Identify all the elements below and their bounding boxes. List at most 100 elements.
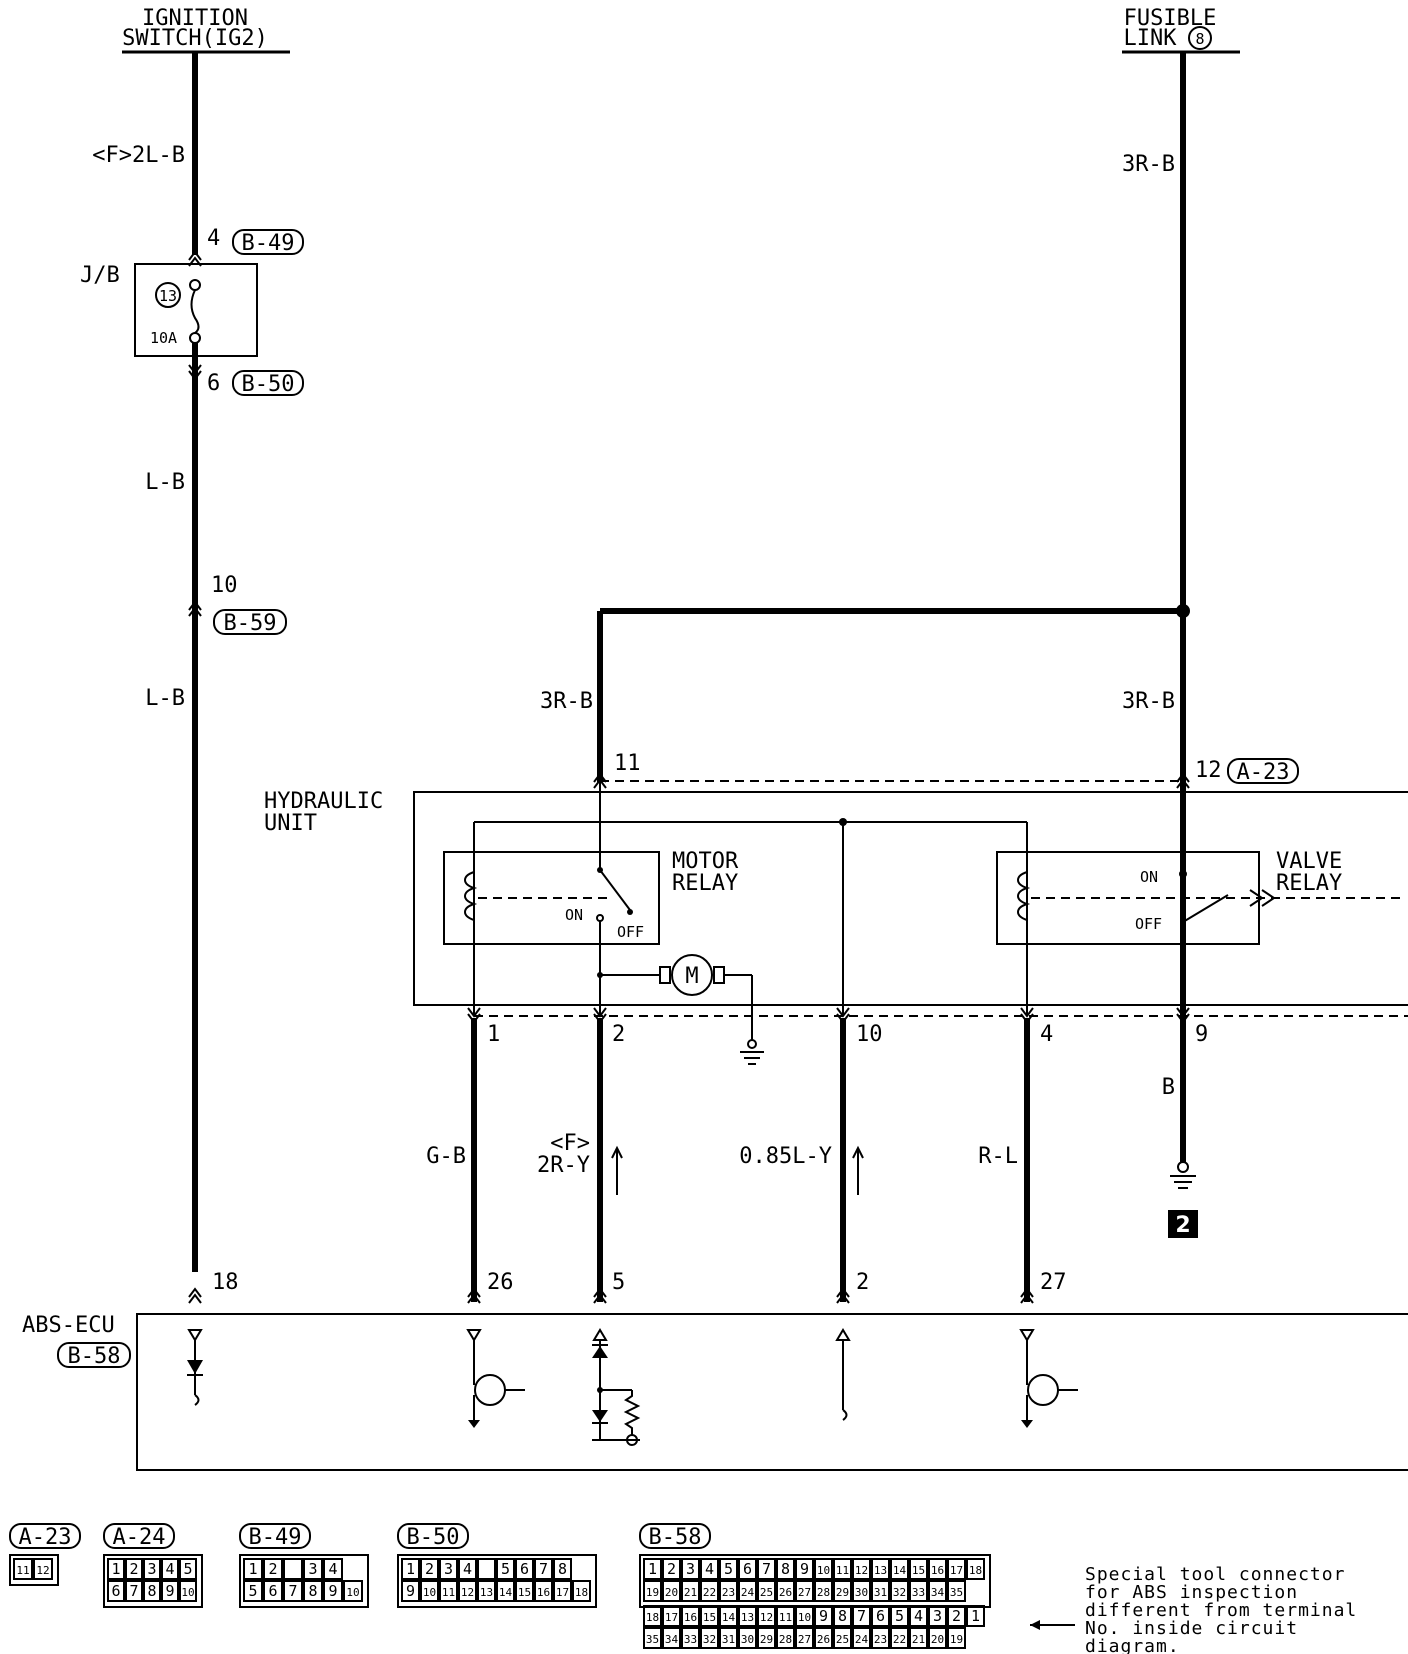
connector-cavity	[738, 1580, 757, 1602]
special-tool-pin-number: 32	[703, 1633, 716, 1646]
valve-relay-on-contact	[1179, 870, 1187, 878]
connector-pin-number: 5	[724, 1560, 733, 1578]
ecu-2-end	[842, 1409, 848, 1421]
hydraulic-unit-label-1: HYDRAULIC	[264, 789, 383, 814]
connector-cavity	[852, 1580, 871, 1602]
pump-motor-ground-terminal	[747, 1039, 757, 1049]
connector-cavity	[928, 1558, 947, 1580]
connector-cavity	[420, 1558, 439, 1580]
connector-cavity	[107, 1558, 125, 1580]
connector-cavity	[125, 1558, 143, 1580]
connector-pin-number: 29	[836, 1586, 849, 1599]
connector-pin-number: 16	[537, 1586, 550, 1599]
motor-relay-box	[443, 851, 660, 945]
connector-view-label: B-58	[649, 1525, 702, 1550]
wire-label-pin2-1: <F>	[550, 1131, 590, 1156]
pin-ecu-5: 5	[612, 1270, 625, 1295]
connector-pin-number: 1	[111, 1560, 120, 1578]
ecu-input-18-icon	[187, 1329, 203, 1342]
special-tool-pin-number: 16	[684, 1611, 697, 1624]
special-tool-cavity	[814, 1605, 833, 1627]
pin-hu-out-1: 1	[487, 1022, 500, 1047]
connector-pin-number: 5	[248, 1582, 257, 1600]
valve-relay-label-2: RELAY	[1276, 871, 1342, 896]
connector-cavity	[795, 1580, 814, 1602]
connector-cavity	[496, 1580, 515, 1602]
fuse-icon	[190, 289, 200, 334]
special-tool-cavity	[700, 1627, 719, 1649]
special-tool-cavity	[681, 1605, 700, 1627]
special-tool-cavity	[833, 1605, 852, 1627]
connector-cavity	[477, 1580, 496, 1602]
connector-pin-number: 8	[147, 1582, 156, 1600]
connector-pin-number: 8	[308, 1582, 317, 1600]
special-tool-cavity	[814, 1627, 833, 1649]
connector-pin-number: 5	[501, 1560, 510, 1578]
wire-label-lb-1: L-B	[145, 470, 185, 495]
connector-pin-number: 12	[855, 1564, 868, 1577]
connector-cavity	[283, 1580, 303, 1602]
connector-cavity	[515, 1558, 534, 1580]
motor-relay-label-1: MOTOR	[672, 849, 739, 874]
connector-cavity	[662, 1580, 681, 1602]
ecu-input-27-icon	[1019, 1329, 1035, 1342]
connector-cavity	[13, 1558, 33, 1580]
connector-cavity	[420, 1580, 439, 1602]
special-tool-pin-number: 22	[893, 1633, 906, 1646]
connector-pin-number: 4	[165, 1560, 174, 1578]
connector-pin-number: 27	[798, 1586, 811, 1599]
connector-cavity	[458, 1580, 477, 1602]
hydraulic-unit-label-2: UNIT	[264, 811, 317, 836]
connector-chevron-ecu-26	[467, 1287, 481, 1304]
motor-relay-off-label: OFF	[617, 923, 644, 941]
special-tool-pin-number: 1	[971, 1607, 980, 1625]
ecu-input-5-icon	[592, 1328, 608, 1341]
ground-icon-motor	[740, 1051, 764, 1065]
connector-pin-number: 6	[520, 1560, 529, 1578]
pump-motor-icon	[671, 954, 713, 996]
special-tool-pin-number: 25	[836, 1633, 849, 1646]
connector-cavity	[719, 1580, 738, 1602]
connector-cavity	[681, 1580, 700, 1602]
connector-cavity	[814, 1558, 833, 1580]
connector-pin-number: 32	[893, 1586, 906, 1599]
special-tool-cavity	[947, 1605, 966, 1627]
motor-relay-coil-icon	[464, 871, 478, 921]
pin-hu-out-9: 9	[1195, 1022, 1208, 1047]
special-tool-cavity	[795, 1627, 814, 1649]
motor-relay-on-label: ON	[565, 906, 583, 924]
special-tool-pin-number: 13	[741, 1611, 754, 1624]
wire-label-valve-feed: 3R-B	[1122, 689, 1175, 714]
ground-point-label: 2	[1175, 1213, 1190, 1238]
connector-pin-number: 7	[129, 1582, 138, 1600]
special-tool-cavity	[890, 1605, 909, 1627]
connector-pin-number: 24	[741, 1586, 755, 1599]
connector-cavity	[458, 1558, 477, 1580]
special-tool-cavity	[928, 1605, 947, 1627]
motor-relay: MOTOR RELAY ON OFF	[443, 782, 739, 1016]
connector-pin-number: 18	[575, 1586, 588, 1599]
connector-cavity	[143, 1580, 161, 1602]
wire-label-pin9: B	[1162, 1075, 1175, 1100]
connector-pin-number: 10	[346, 1586, 359, 1599]
pin-b59: 10	[211, 573, 238, 598]
connector-pin-number: 10	[423, 1586, 436, 1599]
special-tool-cavity	[871, 1627, 890, 1649]
special-tool-pin-number: 24	[855, 1633, 869, 1646]
connector-cavity	[243, 1580, 263, 1602]
special-tool-pin-number: 20	[931, 1633, 944, 1646]
connector-cavity	[553, 1558, 572, 1580]
connector-ref-b50-box	[232, 370, 304, 396]
special-tool-cavity	[738, 1627, 757, 1649]
connector-pin-number: 31	[874, 1586, 887, 1599]
ignition-switch-label-2: SWITCH(IG2)	[122, 26, 268, 51]
connector-pin-number: 20	[665, 1586, 678, 1599]
current-arrow-pin10-icon	[852, 1145, 864, 1195]
connector-cavity	[643, 1580, 662, 1602]
fusible-link-label-2: LINK	[1124, 26, 1178, 51]
connector-pin-number: 11	[442, 1586, 455, 1599]
connector-pin-number: 3	[444, 1560, 453, 1578]
junction-block-label: J/B	[80, 263, 120, 288]
